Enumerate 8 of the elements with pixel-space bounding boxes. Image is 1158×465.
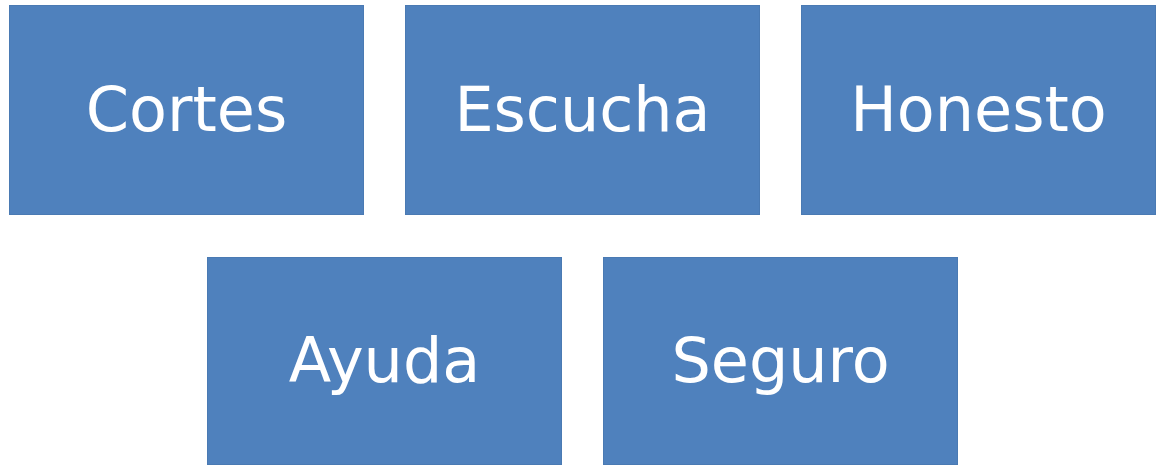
process-box <box>603 257 958 465</box>
box-label: Escucha <box>454 79 711 141</box>
box-label: Honesto <box>850 79 1107 141</box>
process-box <box>9 5 364 215</box>
box-label: Cortes <box>85 79 288 141</box>
process-box <box>801 5 1156 215</box>
process-box <box>207 257 562 465</box>
process-box <box>405 5 760 215</box>
